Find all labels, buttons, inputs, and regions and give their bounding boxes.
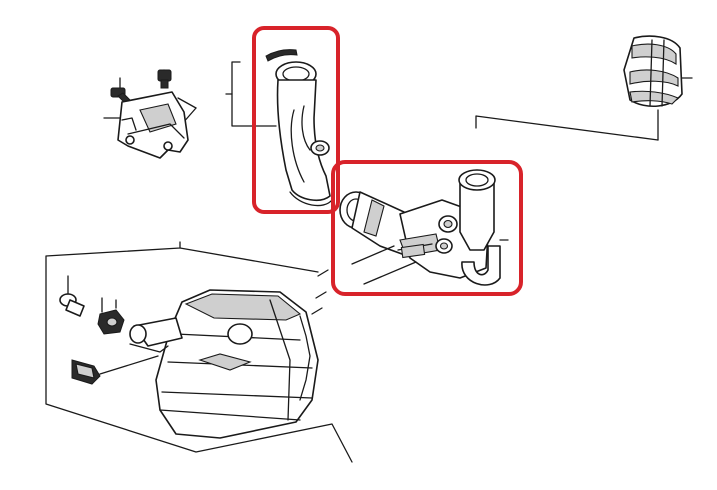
nut-icon [97, 297, 125, 335]
intake-boot[interactable] [475, 35, 693, 141]
upper-intake-pipe[interactable] [225, 49, 333, 207]
mount-bracket-assembly[interactable] [103, 69, 197, 159]
grommet-icon [59, 275, 85, 317]
air-box-assembly[interactable] [45, 241, 353, 463]
elbow-connector[interactable] [339, 169, 509, 286]
bolt-icon [157, 69, 172, 89]
filter-plug-icon [71, 355, 159, 385]
highlight-box-intake-pipe [252, 26, 340, 214]
highlight-box-elbow-connector [331, 160, 523, 296]
